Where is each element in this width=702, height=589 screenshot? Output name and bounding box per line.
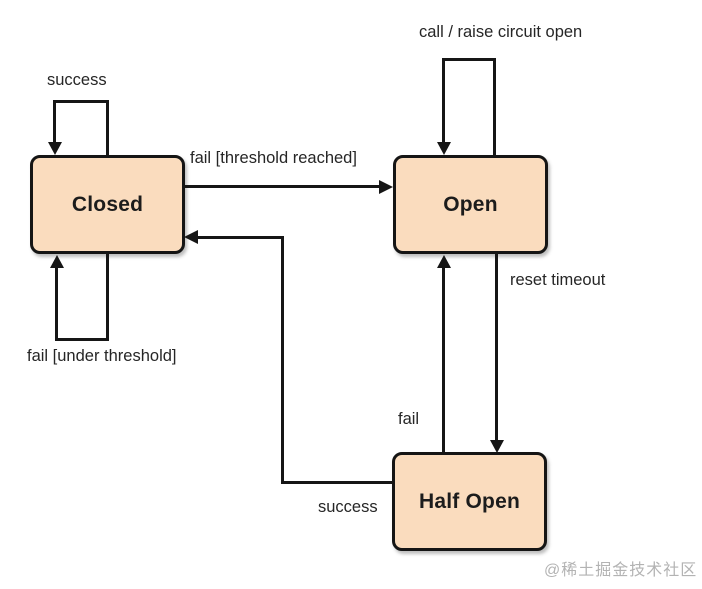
edge-closed-to-open-segment bbox=[184, 185, 382, 188]
edge-halfopen-to-closed-segment bbox=[281, 481, 393, 484]
state-closed: Closed bbox=[30, 155, 185, 254]
transition-label-closed-fail-under: fail [under threshold] bbox=[27, 347, 177, 365]
edge-open-self-segment bbox=[442, 58, 496, 61]
state-half-open-label: Half Open bbox=[419, 489, 520, 513]
edge-halfopen-to-closed-segment bbox=[281, 236, 284, 484]
transition-label-fail: fail bbox=[398, 410, 420, 428]
edge-closed-fail-segment bbox=[55, 338, 109, 341]
transition-label-closed-success: success bbox=[47, 71, 107, 89]
edge-closed-success-segment bbox=[106, 100, 109, 156]
arrowhead-up-icon bbox=[50, 255, 64, 268]
watermark: @稀土掘金技术社区 bbox=[544, 562, 698, 579]
transition-label-halfopen-success: success bbox=[318, 498, 378, 516]
edge-open-self-segment bbox=[442, 58, 445, 143]
arrowhead-down-icon bbox=[490, 440, 504, 453]
state-closed-label: Closed bbox=[71, 192, 144, 216]
edge-halfopen-to-closed-segment bbox=[197, 236, 284, 239]
edge-halfopen-to-open-segment bbox=[442, 268, 445, 455]
state-open: Open bbox=[393, 155, 548, 254]
edge-open-self-segment bbox=[493, 58, 496, 157]
arrowhead-right-icon bbox=[379, 180, 393, 194]
transition-label-fail-threshold: fail [threshold reached] bbox=[190, 149, 357, 167]
state-open-label: Open bbox=[443, 192, 498, 216]
edge-closed-fail-segment bbox=[55, 267, 58, 341]
state-half-open: Half Open bbox=[392, 452, 547, 551]
arrowhead-down-icon bbox=[48, 142, 62, 155]
edge-open-to-halfopen-segment bbox=[495, 253, 498, 441]
arrowhead-down-icon bbox=[437, 142, 451, 155]
transition-label-call-raise: call / raise circuit open bbox=[419, 23, 583, 41]
transition-label-reset-timeout: reset timeout bbox=[510, 271, 606, 289]
edge-closed-success-segment bbox=[53, 100, 56, 143]
arrowhead-up-icon bbox=[437, 255, 451, 268]
edge-closed-fail-segment bbox=[106, 253, 109, 341]
arrowhead-left-icon bbox=[184, 230, 198, 244]
edge-closed-success-segment bbox=[53, 100, 109, 103]
